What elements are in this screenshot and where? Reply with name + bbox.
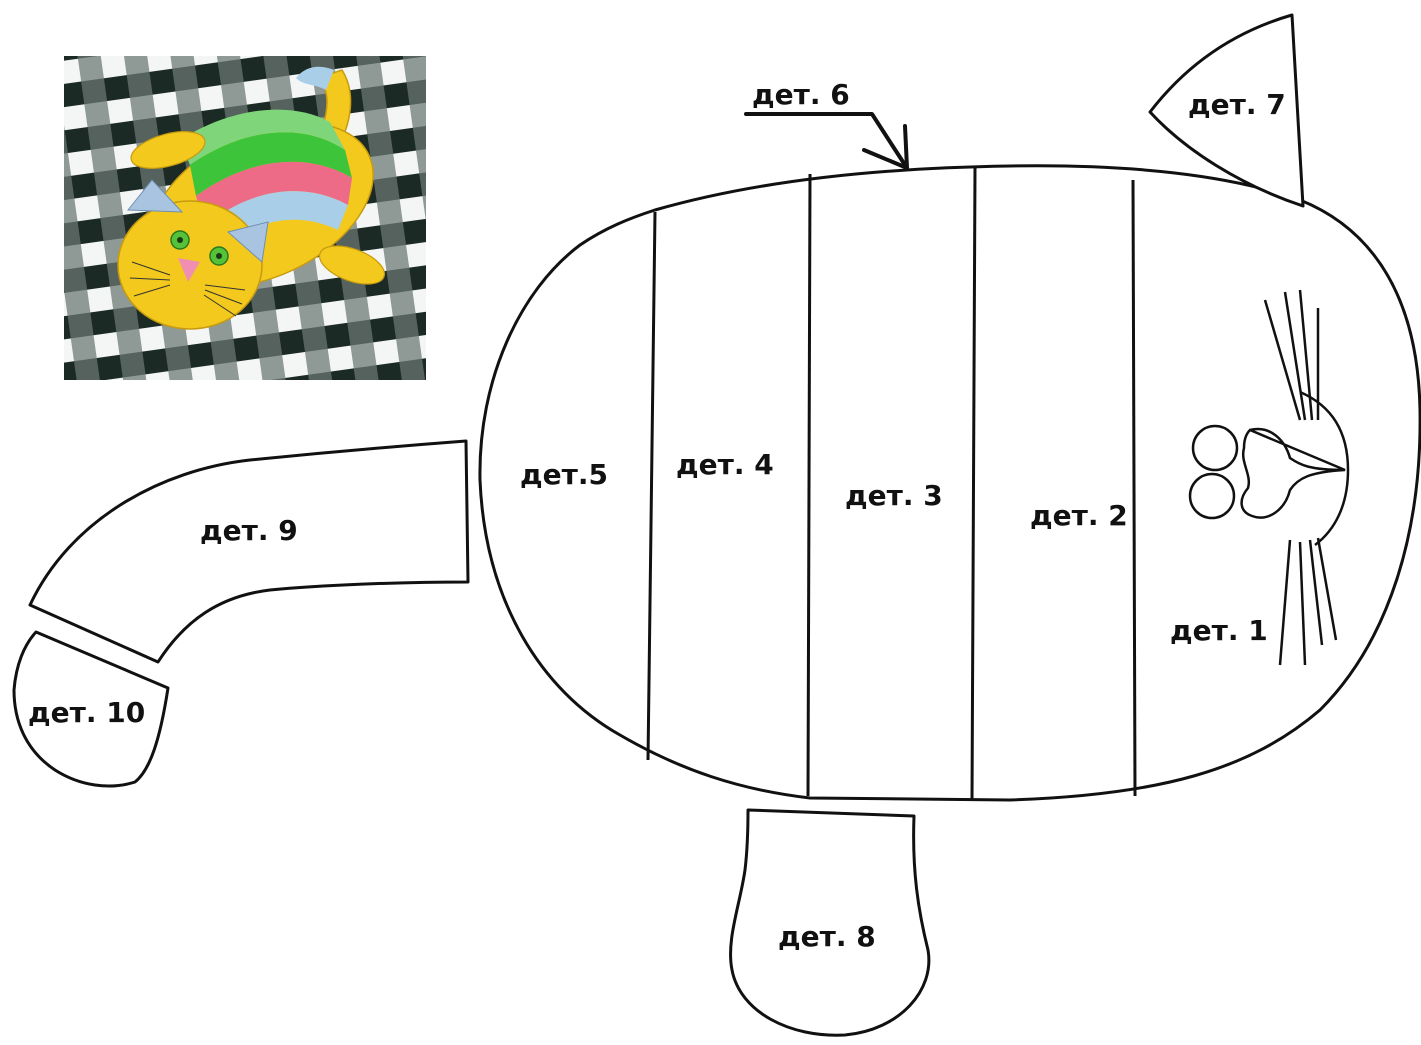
seam-line — [970, 167, 977, 801]
part-label-3: дет. 3 — [845, 479, 943, 512]
part-label-9: дет. 9 — [200, 514, 298, 547]
part-label-10: дет. 10 — [28, 696, 145, 729]
seam-line — [646, 211, 657, 761]
part-label-4: дет. 4 — [676, 448, 774, 481]
part-label-6: дет. 6 — [752, 78, 850, 111]
ear-piece: дет. 7 — [1148, 13, 1305, 208]
arrow-icon — [744, 112, 907, 167]
nose-icon — [1240, 427, 1346, 519]
part-label-2: дет. 2 — [1030, 499, 1128, 532]
seam-line — [1131, 179, 1137, 797]
seam-line — [806, 173, 812, 797]
toy-photo — [64, 56, 426, 380]
tail-piece: дет. 9 — [28, 439, 470, 664]
tail-tip-piece: дет. 10 — [12, 630, 170, 788]
paw-piece: дет. 8 — [729, 808, 931, 1037]
part-label-8: дет. 8 — [778, 920, 876, 953]
cat-face-drawing — [1188, 289, 1350, 666]
eye-icon — [1191, 424, 1239, 472]
body-piece: дет. 1 дет. 2 дет. 3 дет. 4 дет.5 — [478, 164, 1421, 802]
part-label-7: дет. 7 — [1188, 88, 1286, 121]
part-6-pointer: дет. 6 — [744, 78, 909, 170]
eye-icon — [1188, 472, 1236, 520]
part-label-1: дет. 1 — [1170, 614, 1268, 647]
part-label-5: дет.5 — [520, 458, 608, 491]
